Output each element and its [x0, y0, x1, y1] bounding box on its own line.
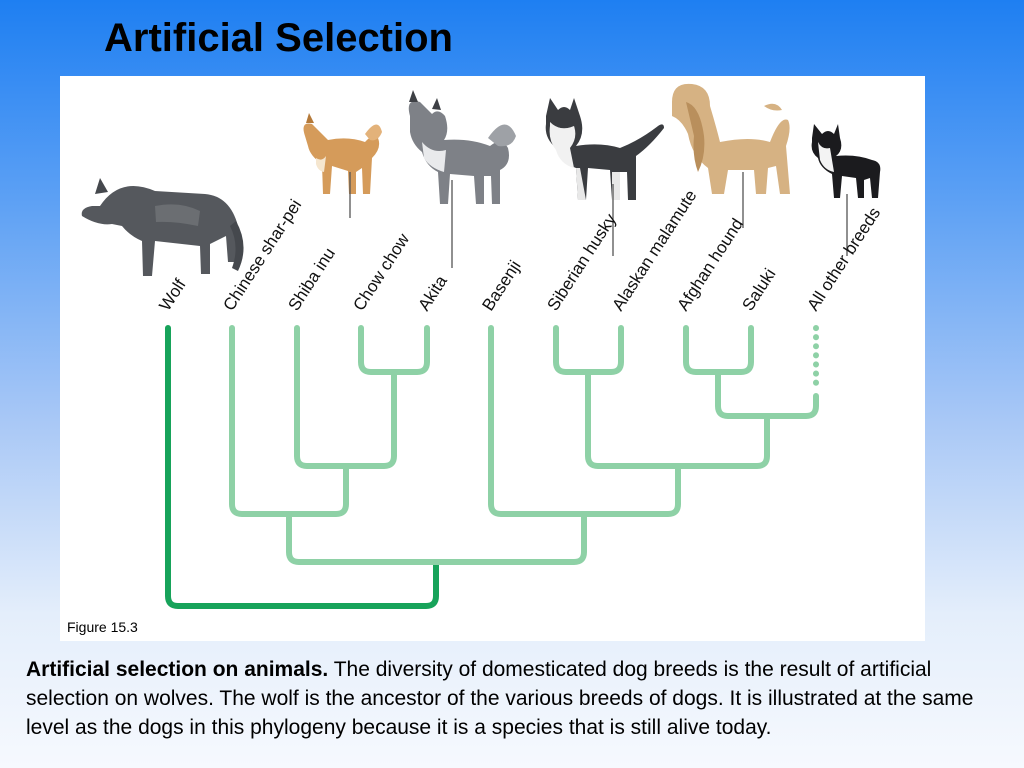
caption-bold-lead: Artificial selection on animals. — [26, 658, 329, 681]
branch-breeds-root — [286, 511, 587, 565]
shiba-inu-illustration — [303, 113, 382, 194]
figure-label: Figure 15.3 — [67, 619, 138, 635]
branch-afghan-saluki — [683, 325, 754, 375]
taxon-label-akita: Akita — [414, 272, 451, 315]
boston-terrier-illustration — [811, 124, 881, 198]
branch-husky-malamute — [553, 325, 624, 375]
taxon-label-saluki: Saluki — [738, 265, 779, 314]
branch-afghan-clade-to-others — [715, 369, 819, 419]
taxon-label-siberian-husky: Siberian husky — [543, 210, 620, 314]
wolf-illustration — [81, 178, 244, 276]
caption-body: The diversity of domesticated dog breeds… — [26, 658, 974, 739]
taxon-labels: Wolf Chinese shar-pei Shiba inu Chow cho… — [155, 187, 884, 315]
branch-chow-chow-akita — [358, 325, 430, 375]
slide-title: Artificial Selection — [104, 16, 453, 60]
branch-shar-pei-clade — [229, 325, 349, 517]
phylogeny-svg: Wolf Chinese shar-pei Shiba inu Chow cho… — [81, 83, 884, 609]
siberian-husky-illustration — [545, 98, 664, 200]
taxon-label-basenji: Basenji — [478, 257, 524, 314]
ancestor-branch-wolf — [165, 325, 439, 609]
afghan-hound-illustration — [672, 83, 790, 194]
breed-branches — [229, 325, 819, 565]
akita-illustration — [408, 90, 516, 204]
phylogeny-tree — [165, 325, 819, 609]
taxon-label-all-other-breeds: All other breeds — [803, 204, 884, 314]
branch-basenji-clade — [488, 325, 681, 517]
branch-shiba-inu-clade — [294, 325, 397, 469]
taxon-label-wolf: Wolf — [155, 275, 189, 314]
phylogeny-figure: Wolf Chinese shar-pei Shiba inu Chow cho… — [60, 76, 925, 641]
taxon-label-afghan-hound: Afghan hound — [673, 215, 747, 314]
taxon-label-shiba-inu: Shiba inu — [284, 244, 339, 314]
figure-caption: Artificial selection on animals. The div… — [26, 655, 1001, 742]
leader-lines — [349, 172, 848, 268]
taxon-label-chow-chow: Chow chow — [349, 230, 413, 315]
